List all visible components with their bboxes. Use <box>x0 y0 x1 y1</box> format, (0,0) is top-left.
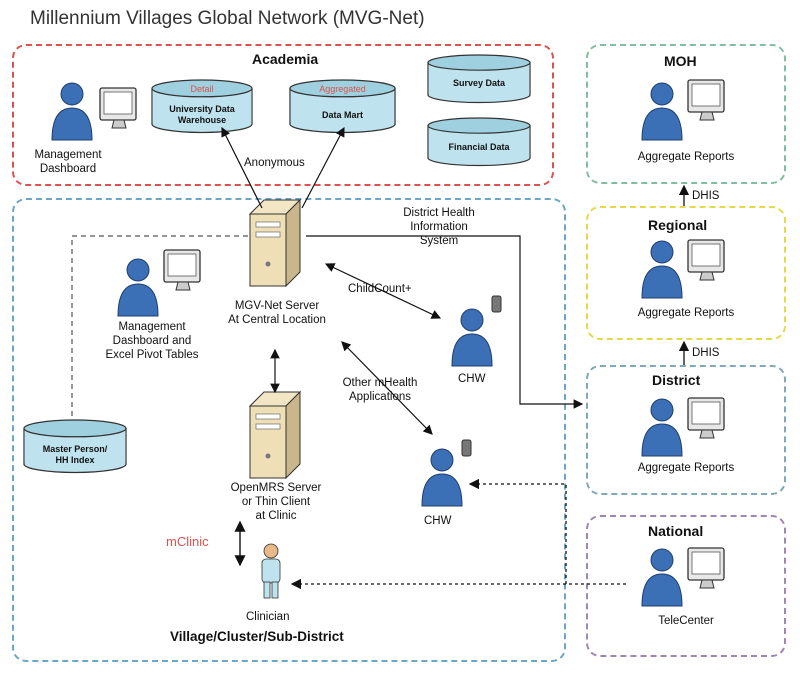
regional-monitor-icon <box>687 239 725 281</box>
clinician-label: Clinician <box>246 611 290 623</box>
national-region <box>586 515 786 657</box>
data-mart-tag: Aggregated <box>319 84 366 94</box>
chw-top-phone-icon <box>491 295 502 313</box>
regional-aggregate-label: Aggregate Reports <box>637 307 735 319</box>
warehouse-label: University Data Warehouse <box>169 104 235 125</box>
chw-bottom-phone-icon <box>461 439 472 457</box>
academia-dashboard-label: Management Dashboard <box>34 149 102 175</box>
regional-title: Regional <box>648 217 708 233</box>
academia-region <box>12 44 554 186</box>
other-mhealth-label: Other mHealth Applications <box>342 377 418 403</box>
moh-aggregate-label: Aggregate Reports <box>637 151 735 163</box>
village-dashboard-label: Management Dashboard and Excel Pivot Tab… <box>105 321 199 361</box>
village-dashboard-person-icon <box>117 258 159 317</box>
openmrs-label: OpenMRS Server or Thin Client at Clinic <box>230 482 322 522</box>
warehouse-tag: Detail <box>190 84 214 94</box>
district-aggregate-label: Aggregate Reports <box>637 462 735 474</box>
regional-person-icon <box>641 240 683 299</box>
master-index-label: Master Person/ HH Index <box>42 444 108 465</box>
mclinic-label: mClinic <box>166 534 209 549</box>
mgv-server-label: MGV-Net Server At Central Location <box>228 300 326 326</box>
village-title: Village/Cluster/Sub-District <box>170 629 344 644</box>
chw-top-person-icon <box>451 308 493 367</box>
regional-region <box>586 206 786 340</box>
national-title: National <box>648 523 704 539</box>
mgv-net-server-icon <box>249 199 301 287</box>
district-person-icon <box>641 398 683 457</box>
national-monitor-icon <box>687 547 725 589</box>
district-title: District <box>652 372 701 388</box>
dhis-system-label: District Health Information System <box>403 207 475 247</box>
childcount-label: ChildCount+ <box>348 283 412 295</box>
village-region <box>12 198 566 662</box>
dhis-upper-label: DHIS <box>692 190 720 202</box>
data-mart-label: Data Mart <box>321 110 363 120</box>
academia-title: Academia <box>252 51 319 67</box>
openmrs-server-icon <box>249 391 301 479</box>
academia-person-icon <box>51 82 93 141</box>
financial-data-label: Financial Data <box>448 142 510 152</box>
district-monitor-icon <box>687 397 725 439</box>
chw-bottom-label: CHW <box>424 515 452 527</box>
moh-region <box>586 44 786 184</box>
chw-top-label: CHW <box>458 373 486 385</box>
telecenter-label: TeleCenter <box>658 615 714 627</box>
academia-monitor-icon <box>99 87 137 129</box>
chw-bottom-person-icon <box>421 448 463 507</box>
page-title: Millennium Villages Global Network (MVG-… <box>30 8 425 29</box>
village-dashboard-monitor-icon <box>163 249 201 291</box>
district-region <box>586 365 786 495</box>
dhis-lower-label: DHIS <box>692 347 720 359</box>
moh-title: MOH <box>664 53 697 69</box>
national-person-icon <box>641 548 683 607</box>
moh-person-icon <box>641 82 683 141</box>
survey-data-label: Survey Data <box>452 78 506 88</box>
moh-monitor-icon <box>687 79 725 121</box>
anonymous-label: Anonymous <box>244 157 305 169</box>
clinician-icon <box>261 543 281 599</box>
